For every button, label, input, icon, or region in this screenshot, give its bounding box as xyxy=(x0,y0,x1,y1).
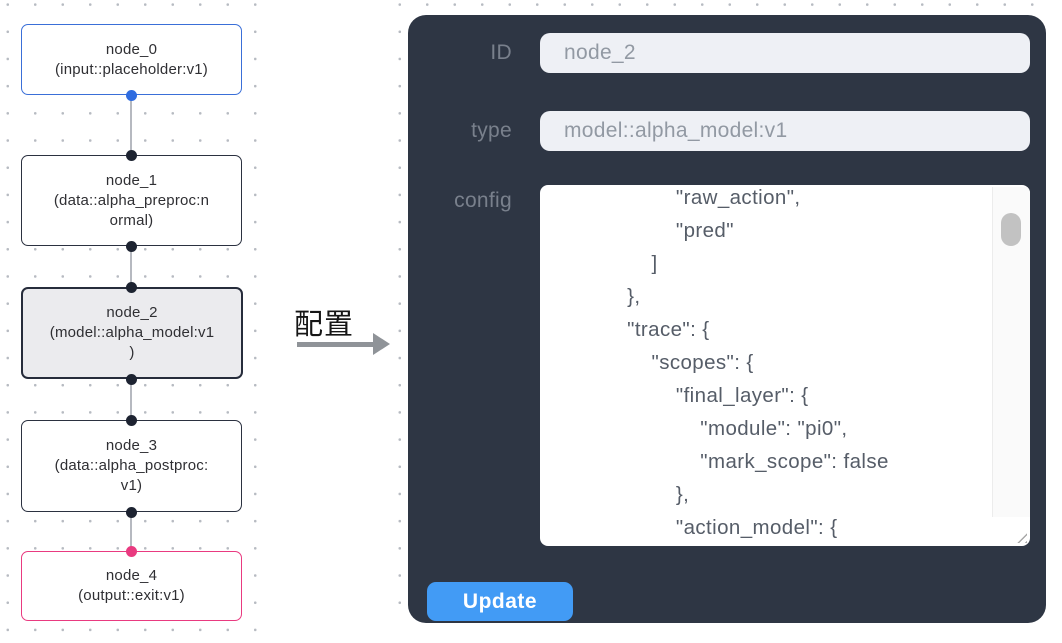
right-arrow-head-icon xyxy=(373,333,390,355)
port-node3-input[interactable] xyxy=(125,414,137,426)
flow-node-node-4[interactable]: node_4 (output::exit:v1) xyxy=(21,551,242,621)
port-node1-output[interactable] xyxy=(125,240,137,252)
flow-node-node-1[interactable]: node_1 (data::alpha_preproc:n ormal) xyxy=(21,155,242,246)
port-node1-input[interactable] xyxy=(125,149,137,161)
node-subtitle: v1) xyxy=(120,477,143,494)
node-config-panel: ID type config "raw_action", "pred" ] },… xyxy=(408,15,1046,623)
type-input[interactable] xyxy=(540,111,1030,151)
flow-node-node-0[interactable]: node_0 (input::placeholder:v1) xyxy=(21,24,242,95)
node-title: node_0 xyxy=(105,40,158,58)
id-input[interactable] xyxy=(540,33,1030,73)
node-subtitle: ormal) xyxy=(109,211,154,229)
node-title: node_2 xyxy=(106,304,158,321)
node-subtitle: (output::exit:v1) xyxy=(78,587,185,604)
edge-node1-node2 xyxy=(130,246,132,288)
port-node4-input[interactable] xyxy=(125,545,137,557)
edge-node3-node4 xyxy=(130,512,132,551)
node-subtitle: (input::placeholder:v1) xyxy=(54,60,209,78)
edge-node2-node3 xyxy=(130,379,132,420)
id-field-label: ID xyxy=(490,41,512,64)
update-button[interactable]: Update xyxy=(427,582,573,621)
port-node2-input[interactable] xyxy=(125,281,137,293)
config-textarea[interactable]: "raw_action", "pred" ] }, "trace": { "sc… xyxy=(540,185,1030,546)
edge-node0-node1 xyxy=(130,95,132,155)
port-node0-output[interactable] xyxy=(125,89,137,101)
node-subtitle: (data::alpha_postproc: xyxy=(54,457,209,474)
configure-label: 配置 xyxy=(294,309,355,341)
config-scrollbar-track[interactable] xyxy=(992,187,1030,517)
right-arrow-icon xyxy=(297,342,374,347)
flow-node-node-3[interactable]: node_3 (data::alpha_postproc: v1) xyxy=(21,420,242,512)
config-field-label: config xyxy=(454,189,512,212)
flow-node-node-2-selected[interactable]: node_2 (model::alpha_model:v1 ) xyxy=(21,287,243,379)
port-node3-output[interactable] xyxy=(125,506,137,518)
port-node2-output[interactable] xyxy=(125,373,137,385)
node-subtitle: ) xyxy=(129,344,135,361)
type-field-label: type xyxy=(471,119,512,142)
node-subtitle: (model::alpha_model:v1 xyxy=(49,324,215,341)
node-title: node_1 xyxy=(105,171,158,189)
config-json-text: "raw_action", "pred" ] }, "trace": { "sc… xyxy=(627,186,889,539)
node-title: node_3 xyxy=(105,437,158,454)
node-title: node_4 xyxy=(105,567,158,584)
config-scrollbar-thumb[interactable] xyxy=(1001,213,1021,246)
node-subtitle: (data::alpha_preproc:n xyxy=(53,191,210,209)
textarea-resize-handle-icon[interactable] xyxy=(1012,528,1027,543)
